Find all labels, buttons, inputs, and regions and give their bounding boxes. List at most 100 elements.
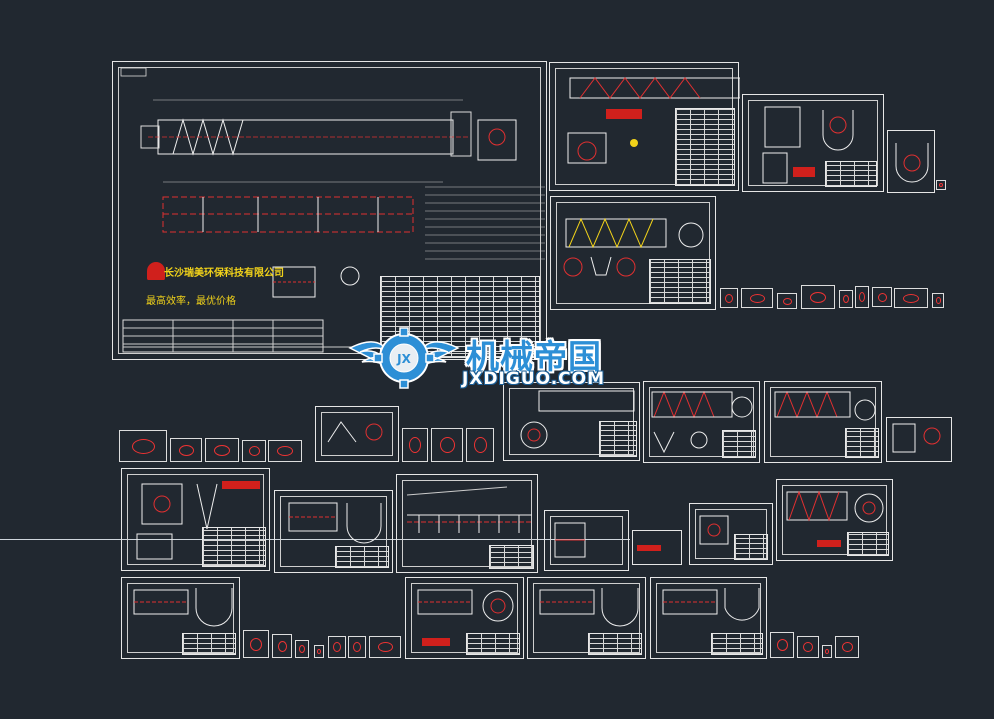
drawing-thumbnail[interactable] xyxy=(801,285,835,309)
company-slogan: 最高效率，最优价格 xyxy=(146,296,236,307)
crosshair-horizontal xyxy=(0,539,630,540)
parts-list-table xyxy=(847,532,889,556)
drawing-thumbnail[interactable] xyxy=(936,180,946,190)
drawing-thumbnail[interactable] xyxy=(205,438,239,462)
company-logo-icon xyxy=(147,262,165,280)
section-drawing xyxy=(288,502,382,544)
drawing-sheet-8[interactable] xyxy=(764,381,882,463)
watermark-title: 机械帝国 xyxy=(466,337,602,376)
drawing-thumbnail[interactable] xyxy=(894,288,928,308)
drawing-thumbnail[interactable] xyxy=(328,636,346,658)
spiral-drawing xyxy=(563,217,704,277)
company-logo-icon xyxy=(793,167,815,177)
detail-drawing xyxy=(554,522,586,558)
drawing-thumbnail[interactable] xyxy=(770,632,794,658)
drawing-thumbnail[interactable] xyxy=(348,636,366,658)
drawing-thumbnail[interactable] xyxy=(272,634,292,658)
drawing-sheet-15[interactable] xyxy=(632,530,682,565)
company-logo-icon xyxy=(422,638,450,646)
sheet-border xyxy=(280,496,387,567)
company-logo-icon xyxy=(606,109,642,119)
sheet-border xyxy=(127,583,234,653)
sheet-border xyxy=(411,583,518,653)
drawing-thumbnail[interactable] xyxy=(741,288,773,308)
parts-list-table xyxy=(722,430,756,458)
hopper-drawing xyxy=(895,143,929,183)
parts-list-table xyxy=(599,421,637,457)
drawing-sheet-17[interactable] xyxy=(776,479,893,561)
drawing-thumbnail[interactable] xyxy=(839,290,853,308)
drawing-thumbnail[interactable] xyxy=(295,640,309,658)
spiral-drawing xyxy=(651,390,753,454)
drawing-thumbnail[interactable] xyxy=(431,428,463,462)
drawing-sheet-16[interactable] xyxy=(689,503,773,565)
drawing-thumbnail[interactable] xyxy=(170,438,202,462)
drawing-sheet-6[interactable] xyxy=(503,382,640,461)
drawing-thumbnail[interactable] xyxy=(314,645,324,658)
sheet-border xyxy=(402,480,532,567)
assembly-drawing xyxy=(520,390,635,449)
drawing-sheet-7[interactable] xyxy=(643,381,760,463)
drawing-sheet-13[interactable] xyxy=(396,474,538,573)
drawing-thumbnail[interactable] xyxy=(872,287,892,307)
section-drawing xyxy=(762,106,854,184)
drawing-sheet-10[interactable] xyxy=(315,406,399,462)
drawing-sheet-12[interactable] xyxy=(274,490,393,573)
drawing-sheet-18[interactable] xyxy=(121,577,240,659)
spiral-drawing xyxy=(786,490,884,523)
drawing-sheet-3[interactable] xyxy=(742,94,884,192)
parts-list-table xyxy=(588,633,642,655)
sheet-border xyxy=(649,387,754,457)
gear-wings-emblem-icon: JX xyxy=(348,327,460,389)
drawing-thumbnail[interactable] xyxy=(402,428,428,462)
parts-list-table xyxy=(675,108,735,186)
drawing-sheet-21[interactable] xyxy=(650,577,767,659)
drawing-sheet-19[interactable] xyxy=(405,577,524,659)
parts-list-table xyxy=(845,428,879,458)
drawing-thumbnail[interactable] xyxy=(369,636,401,658)
drawing-thumbnail[interactable] xyxy=(720,288,738,308)
watermark-subtitle: JXDIGUO.COM xyxy=(462,369,606,389)
sheet-border xyxy=(748,100,878,186)
sheet-border xyxy=(533,583,640,653)
drawing-thumbnail[interactable] xyxy=(243,630,269,658)
drawing-thumbnail[interactable] xyxy=(777,293,797,309)
drawing-sheet-20[interactable] xyxy=(527,577,646,659)
drawing-sheet-5[interactable] xyxy=(550,196,716,310)
drawing-sheet-2[interactable] xyxy=(549,62,740,191)
drawing-sheet-4[interactable] xyxy=(887,130,935,193)
spiral-drawing xyxy=(774,390,876,421)
drawing-thumbnail[interactable] xyxy=(268,440,302,462)
drawing-sheet-main[interactable] xyxy=(112,61,547,360)
screw-conveyor-assembly-drawing xyxy=(120,67,545,353)
drawing-thumbnail[interactable] xyxy=(797,636,819,658)
sheet-border xyxy=(770,387,876,457)
parts-list-table xyxy=(489,545,534,569)
detail-drawing xyxy=(327,421,383,443)
parts-list-table xyxy=(202,527,266,567)
section-drawing xyxy=(662,588,760,621)
drawing-thumbnail[interactable] xyxy=(466,428,494,462)
detail-drawing xyxy=(699,515,729,545)
drawing-thumbnail[interactable] xyxy=(932,293,944,308)
drawing-thumbnail[interactable] xyxy=(119,430,167,462)
sheet-border xyxy=(556,202,710,304)
company-logo-icon xyxy=(222,481,260,489)
drawing-thumbnail[interactable] xyxy=(855,286,869,308)
drawing-sheet-9[interactable] xyxy=(886,417,952,462)
drawing-sheet-11[interactable] xyxy=(121,468,270,571)
drawing-thumbnail[interactable] xyxy=(242,440,266,462)
sheet-border xyxy=(656,583,761,653)
sheet-border xyxy=(782,485,887,555)
drawing-thumbnail[interactable] xyxy=(835,636,859,658)
drawing-sheet-14[interactable] xyxy=(544,510,629,571)
drawing-thumbnail[interactable] xyxy=(822,645,832,658)
company-logo-icon xyxy=(637,545,661,551)
emblem-letters: JX xyxy=(396,352,411,366)
parts-list-table xyxy=(825,161,877,187)
sheet-border xyxy=(550,516,623,565)
parts-list-table xyxy=(380,276,540,358)
parts-list-table xyxy=(182,633,236,655)
parts-list-table xyxy=(734,534,768,560)
